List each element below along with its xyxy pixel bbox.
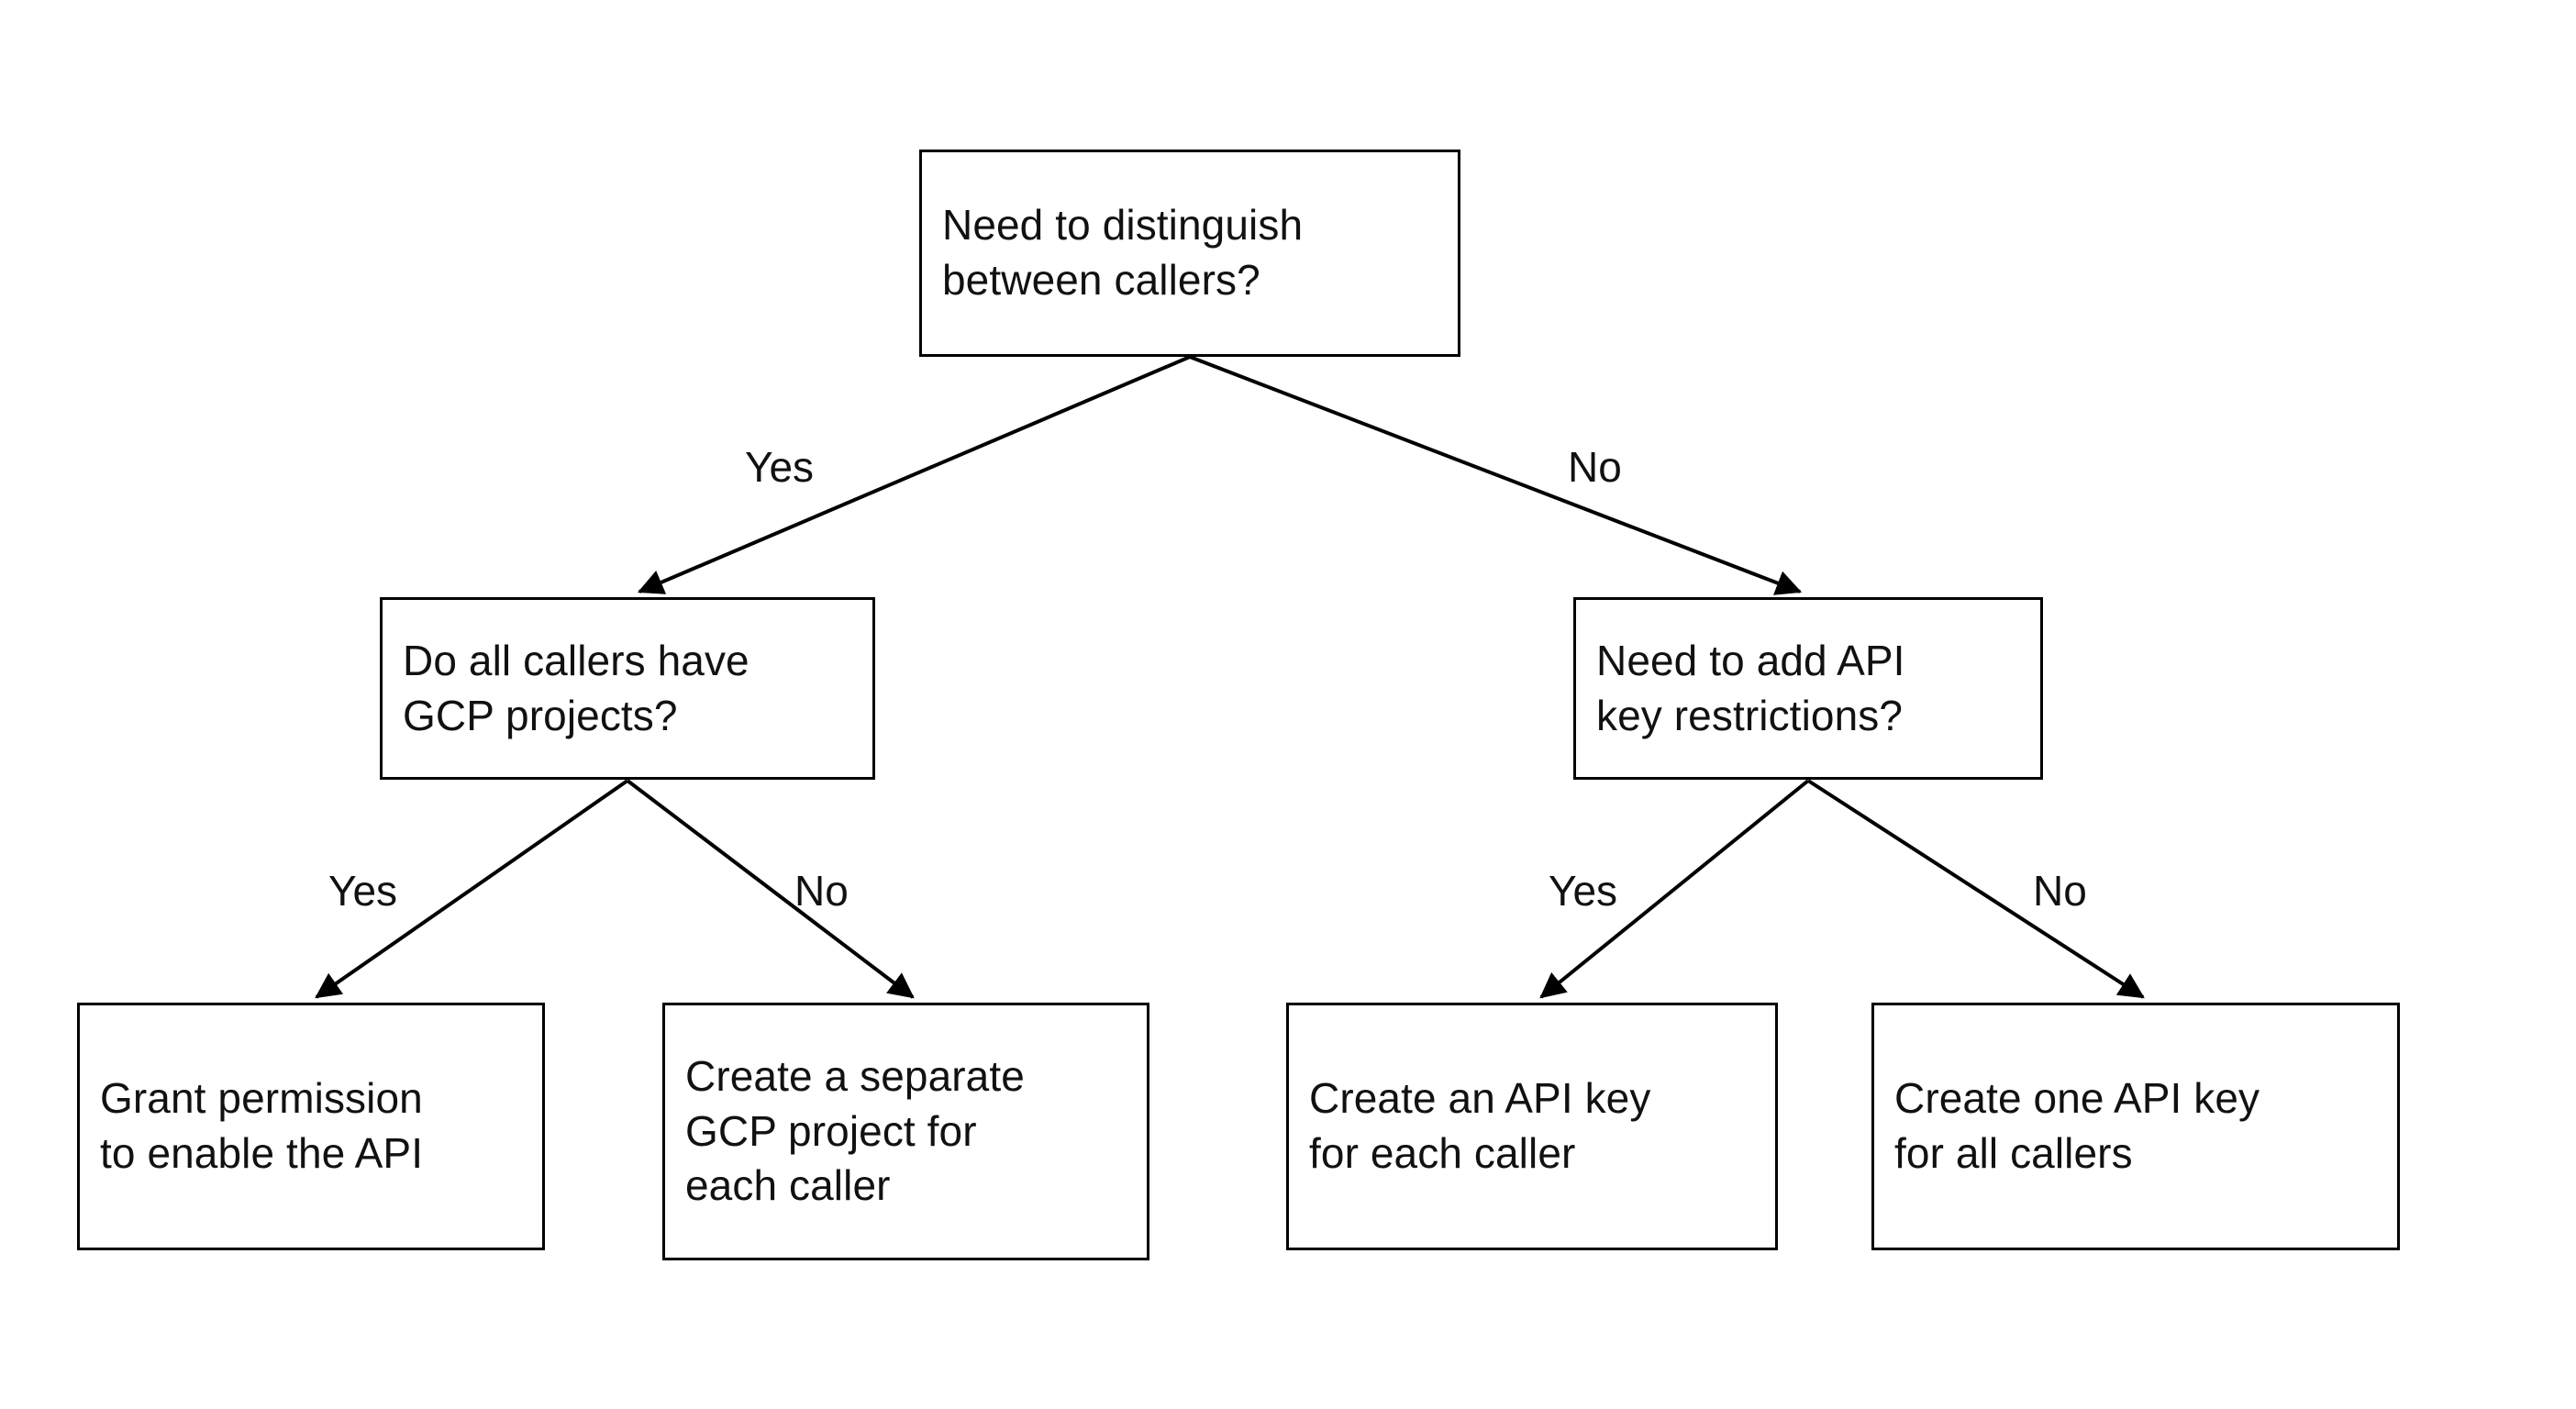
node-label: Grant permission to enable the API — [100, 1074, 424, 1177]
node-do-all-callers-have-gcp-projects[interactable]: Do all callers have GCP projects? — [380, 597, 875, 780]
edge-gcp-no — [626, 779, 915, 999]
edge-root-no — [1189, 355, 1803, 595]
node-label: Create an API key for each caller — [1309, 1074, 1651, 1177]
edge-root-yes — [637, 355, 1191, 594]
edge-label-gcp-no: No — [794, 867, 849, 915]
edge-label-restrict-no: No — [2033, 867, 2087, 915]
edge-restrict-no — [1806, 779, 2145, 999]
edge-label-root-yes: Yes — [745, 443, 815, 491]
node-label: Do all callers have GCP projects? — [403, 636, 749, 739]
node-label: Create a separate GCP project for each c… — [685, 1051, 1025, 1210]
node-create-one-api-key-for-all-callers[interactable]: Create one API key for all callers — [1871, 1003, 2400, 1250]
node-label: Need to add API key restrictions? — [1596, 636, 1905, 739]
node-create-api-key-for-each-caller[interactable]: Create an API key for each caller — [1286, 1003, 1778, 1250]
node-need-to-add-api-key-restrictions[interactable]: Need to add API key restrictions? — [1573, 597, 2043, 780]
edge-label-restrict-yes: Yes — [1549, 867, 1618, 915]
node-label: Need to distinguish between callers? — [942, 201, 1304, 304]
node-need-to-distinguish-callers[interactable]: Need to distinguish between callers? — [919, 150, 1460, 357]
node-grant-permission-to-enable-api[interactable]: Grant permission to enable the API — [77, 1003, 545, 1250]
edge-label-root-no: No — [1568, 443, 1622, 491]
node-label: Create one API key for all callers — [1894, 1074, 2260, 1177]
node-create-separate-gcp-project[interactable]: Create a separate GCP project for each c… — [662, 1003, 1149, 1260]
edge-label-gcp-yes: Yes — [328, 867, 398, 915]
